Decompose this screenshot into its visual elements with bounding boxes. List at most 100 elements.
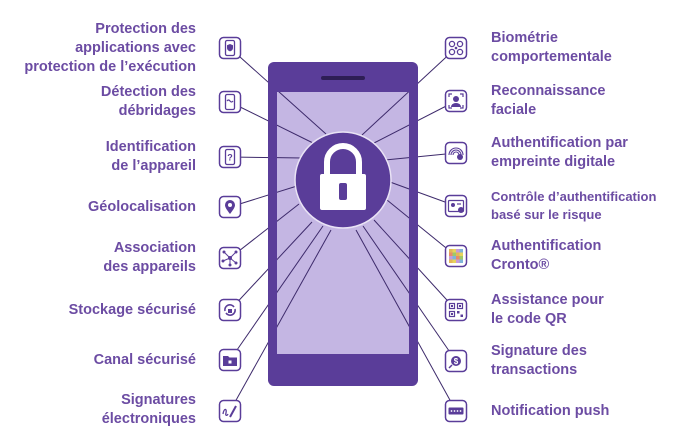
connector-lines-over-screen	[277, 92, 409, 328]
right-connector-line	[386, 199, 409, 219]
secure-folder-icon	[218, 348, 242, 372]
qr-code-icon	[444, 298, 468, 322]
feature-label-line: Authentification par	[491, 135, 628, 151]
push-notification-icon	[444, 399, 468, 423]
secure-folder-icon	[218, 348, 242, 372]
left-feature-label: Canal sécurisé	[94, 351, 196, 370]
feature-label-line: Géolocalisation	[88, 198, 196, 215]
right-feature-label: Authentification par empreinte digitale	[491, 134, 628, 172]
left-feature-label: Stockage sécurisé	[69, 301, 196, 320]
e-signature-icon	[218, 399, 242, 423]
left-feature-label: Protection des applications avec protectio…	[24, 20, 196, 77]
fingerprint-icon	[444, 141, 468, 165]
right-connector-line	[355, 229, 409, 327]
feature-label-line: Reconnaissance	[491, 83, 606, 99]
lock-icon	[294, 131, 392, 229]
feature-label-line: protection de l’exécution	[24, 58, 196, 75]
left-connector-line	[277, 225, 324, 294]
location-pin-icon	[218, 195, 242, 219]
right-connector-line	[384, 157, 409, 161]
feature-label-line: de l’appareil	[111, 158, 196, 174]
feature-label-line: Canal sécurisé	[93, 351, 196, 368]
left-connector-line	[277, 185, 298, 193]
face-recognition-icon	[444, 89, 468, 113]
left-feature-label: Géolocalisation	[88, 198, 196, 217]
feature-label-line: Stockage sécurisé	[68, 301, 196, 318]
feature-label-line: Contrôle d’authentification	[491, 189, 657, 204]
left-connector-line	[277, 229, 332, 328]
right-feature-label: Reconnaissance faciale	[491, 82, 605, 120]
feature-label-line: Authentification	[491, 238, 602, 254]
fingerprint-icon	[444, 141, 468, 165]
feature-label-line: empreinte digitale	[491, 154, 616, 170]
padlock-shackle-icon	[324, 143, 362, 176]
feature-label-line: transactions	[491, 362, 578, 378]
right-connector-line	[362, 225, 409, 294]
behavioral-biometrics-icon	[444, 36, 468, 60]
feature-label-line: applications avec	[75, 39, 196, 56]
push-notification-icon	[444, 399, 468, 423]
right-connector-line	[373, 124, 409, 144]
cronto-mosaic-icon	[444, 244, 468, 268]
qr-code-icon	[444, 298, 468, 322]
right-feature-label: Biométrie comportementale	[491, 29, 612, 67]
secure-storage-icon	[218, 298, 242, 322]
secure-storage-icon	[218, 298, 242, 322]
face-recognition-icon	[444, 89, 468, 113]
question-phone-icon: ?	[218, 145, 242, 169]
left-feature-label: Association des appareils	[103, 239, 196, 277]
svg-text:$: $	[454, 357, 459, 366]
feature-label-line: Notification push	[491, 402, 610, 419]
transaction-signing-icon: $	[444, 349, 468, 373]
feature-label-line: Protection des	[95, 20, 196, 37]
feature-label-line: faciale	[491, 102, 537, 118]
feature-label-line: Cronto®	[491, 257, 550, 273]
left-connector-line	[277, 124, 314, 144]
device-network-icon	[218, 246, 242, 270]
cronto-mosaic-icon	[444, 244, 468, 268]
svg-text:?: ?	[227, 153, 233, 163]
right-connector-line	[373, 219, 409, 260]
left-feature-label: Signatures électroniques	[102, 391, 196, 429]
feature-label-line: basé sur le risque	[491, 207, 602, 222]
e-signature-icon	[218, 399, 242, 423]
feature-label-line: Identification	[105, 139, 196, 155]
phone-speaker	[321, 76, 365, 80]
risk-id-card-icon	[444, 194, 468, 218]
question-phone-icon: ?	[218, 145, 242, 169]
feature-label-line: Signature des	[491, 343, 587, 359]
left-connector-line	[277, 221, 313, 261]
left-feature-label: Identification de l’appareil	[106, 138, 196, 176]
right-feature-label: Contrôle d’authentification basé sur le r…	[491, 188, 656, 224]
keyhole-icon	[339, 183, 347, 200]
shield-phone-icon	[218, 36, 242, 60]
transaction-signing-icon: $	[444, 349, 468, 373]
shield-phone-icon	[218, 36, 242, 60]
right-feature-label: Assistance pour le code QR	[491, 291, 604, 329]
jailbreak-phone-icon	[218, 90, 242, 114]
right-feature-label: Notification push	[491, 402, 609, 421]
feature-label-line: Signatures	[121, 392, 196, 408]
right-connector-line	[361, 92, 409, 136]
feature-label-line: Biométrie	[491, 30, 558, 46]
right-connector-line	[389, 181, 409, 190]
feature-label-line: électroniques	[101, 411, 196, 427]
right-feature-label: Signature des transactions	[491, 342, 587, 380]
feature-label-line: des appareils	[103, 259, 196, 275]
left-connector-line	[277, 203, 300, 222]
location-pin-icon	[218, 195, 242, 219]
device-network-icon	[218, 246, 242, 270]
behavioral-biometrics-icon	[444, 36, 468, 60]
feature-label-line: le code QR	[491, 311, 567, 327]
left-connector-line	[277, 157, 303, 159]
feature-label-line: Association	[113, 240, 196, 256]
feature-label-line: Assistance pour	[491, 292, 604, 308]
feature-label-line: comportementale	[491, 49, 612, 65]
feature-label-line: Détection des	[100, 84, 196, 100]
risk-id-card-icon	[444, 194, 468, 218]
left-connector-line	[278, 92, 327, 135]
